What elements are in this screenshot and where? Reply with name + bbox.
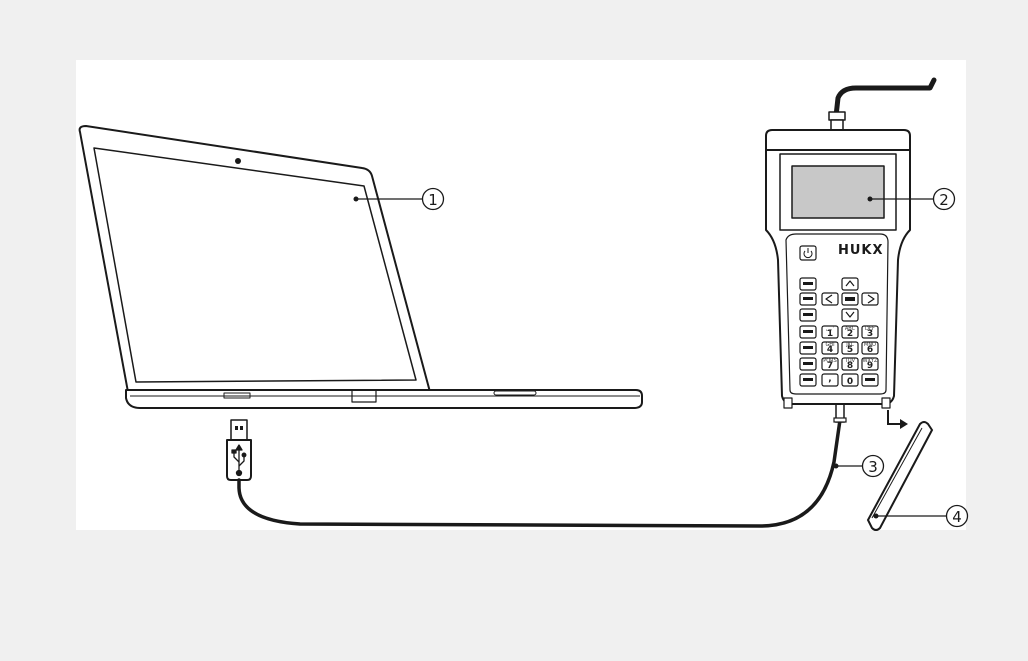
callout-3: 3 <box>833 454 885 478</box>
chevron-up-icon <box>845 280 855 287</box>
function-key-8[interactable] <box>861 373 879 387</box>
function-key-3[interactable] <box>799 308 817 322</box>
svg-text:1: 1 <box>428 191 438 209</box>
svg-text:9: 9 <box>867 361 873 371</box>
usb-cable <box>237 418 842 528</box>
svg-text:ABC: ABC <box>845 326 856 332</box>
svg-text:6: 6 <box>867 345 873 355</box>
function-key-1[interactable] <box>799 277 817 291</box>
function-key-2[interactable] <box>799 292 817 306</box>
chevron-left-icon <box>825 294 833 304</box>
key-0[interactable]: ␣0 <box>841 373 859 387</box>
svg-text:1: 1 <box>827 329 833 339</box>
function-key-7[interactable] <box>799 373 817 387</box>
svg-text:0: 0 <box>847 377 853 387</box>
svg-text:,: , <box>828 374 831 384</box>
svg-text:7: 7 <box>827 361 833 371</box>
svg-text:2: 2 <box>847 329 853 339</box>
function-key-6[interactable] <box>799 357 817 371</box>
probe-cable <box>833 77 937 119</box>
device-display <box>791 165 885 219</box>
battery-cover <box>866 421 934 531</box>
callout-2: 2 <box>867 187 956 211</box>
svg-text:3: 3 <box>867 329 873 339</box>
svg-text:MNO: MNO <box>864 342 876 348</box>
svg-text:DEF: DEF <box>865 326 875 332</box>
chevron-right-icon <box>867 294 875 304</box>
svg-text:3: 3 <box>868 458 878 476</box>
callout-1: 1 <box>353 187 445 211</box>
svg-text:4: 4 <box>952 508 962 526</box>
function-key-4[interactable] <box>799 325 817 339</box>
svg-text:2: 2 <box>939 191 949 209</box>
svg-text:GHI: GHI <box>825 342 834 348</box>
nav-down-button[interactable] <box>841 308 859 322</box>
chevron-down-icon <box>845 311 855 318</box>
laptop-hinge <box>351 389 377 403</box>
device-brand: HUKX <box>838 243 884 258</box>
power-button[interactable] <box>799 245 817 261</box>
svg-text:TUV: TUV <box>844 358 856 364</box>
svg-text:␣.,': ␣.,' <box>826 326 834 332</box>
usb-symbol-icon <box>231 444 247 477</box>
usb-plug <box>226 419 252 481</box>
svg-text:4: 4 <box>827 345 833 355</box>
laptop-usb-port <box>223 392 251 399</box>
laptop-port <box>493 390 537 396</box>
key-comma[interactable]: , <box>821 373 839 387</box>
removal-arrow <box>887 410 902 425</box>
nav-left-button[interactable] <box>821 292 839 306</box>
nav-ok-button[interactable] <box>841 292 859 306</box>
svg-text:␣: ␣ <box>848 374 851 380</box>
svg-text:8: 8 <box>847 361 853 371</box>
laptop-base <box>125 389 643 409</box>
svg-text:WXYZ: WXYZ <box>863 358 878 364</box>
laptop <box>78 125 643 409</box>
function-key-5[interactable] <box>799 341 817 355</box>
svg-text:PQRS: PQRS <box>823 358 837 364</box>
power-icon <box>803 248 813 259</box>
nav-right-button[interactable] <box>861 292 879 306</box>
handheld-device: HUKX <box>765 77 937 409</box>
svg-text:JKL: JKL <box>845 342 854 348</box>
arrow-head-icon <box>900 419 908 429</box>
laptop-screen <box>93 147 417 383</box>
key-1[interactable]: ␣.,'1 <box>821 325 839 339</box>
webcam-icon <box>235 158 241 164</box>
svg-text:5: 5 <box>847 345 853 355</box>
mini-usb-connector <box>833 403 847 423</box>
nav-up-button[interactable] <box>841 277 859 291</box>
callout-4: 4 <box>873 504 969 528</box>
